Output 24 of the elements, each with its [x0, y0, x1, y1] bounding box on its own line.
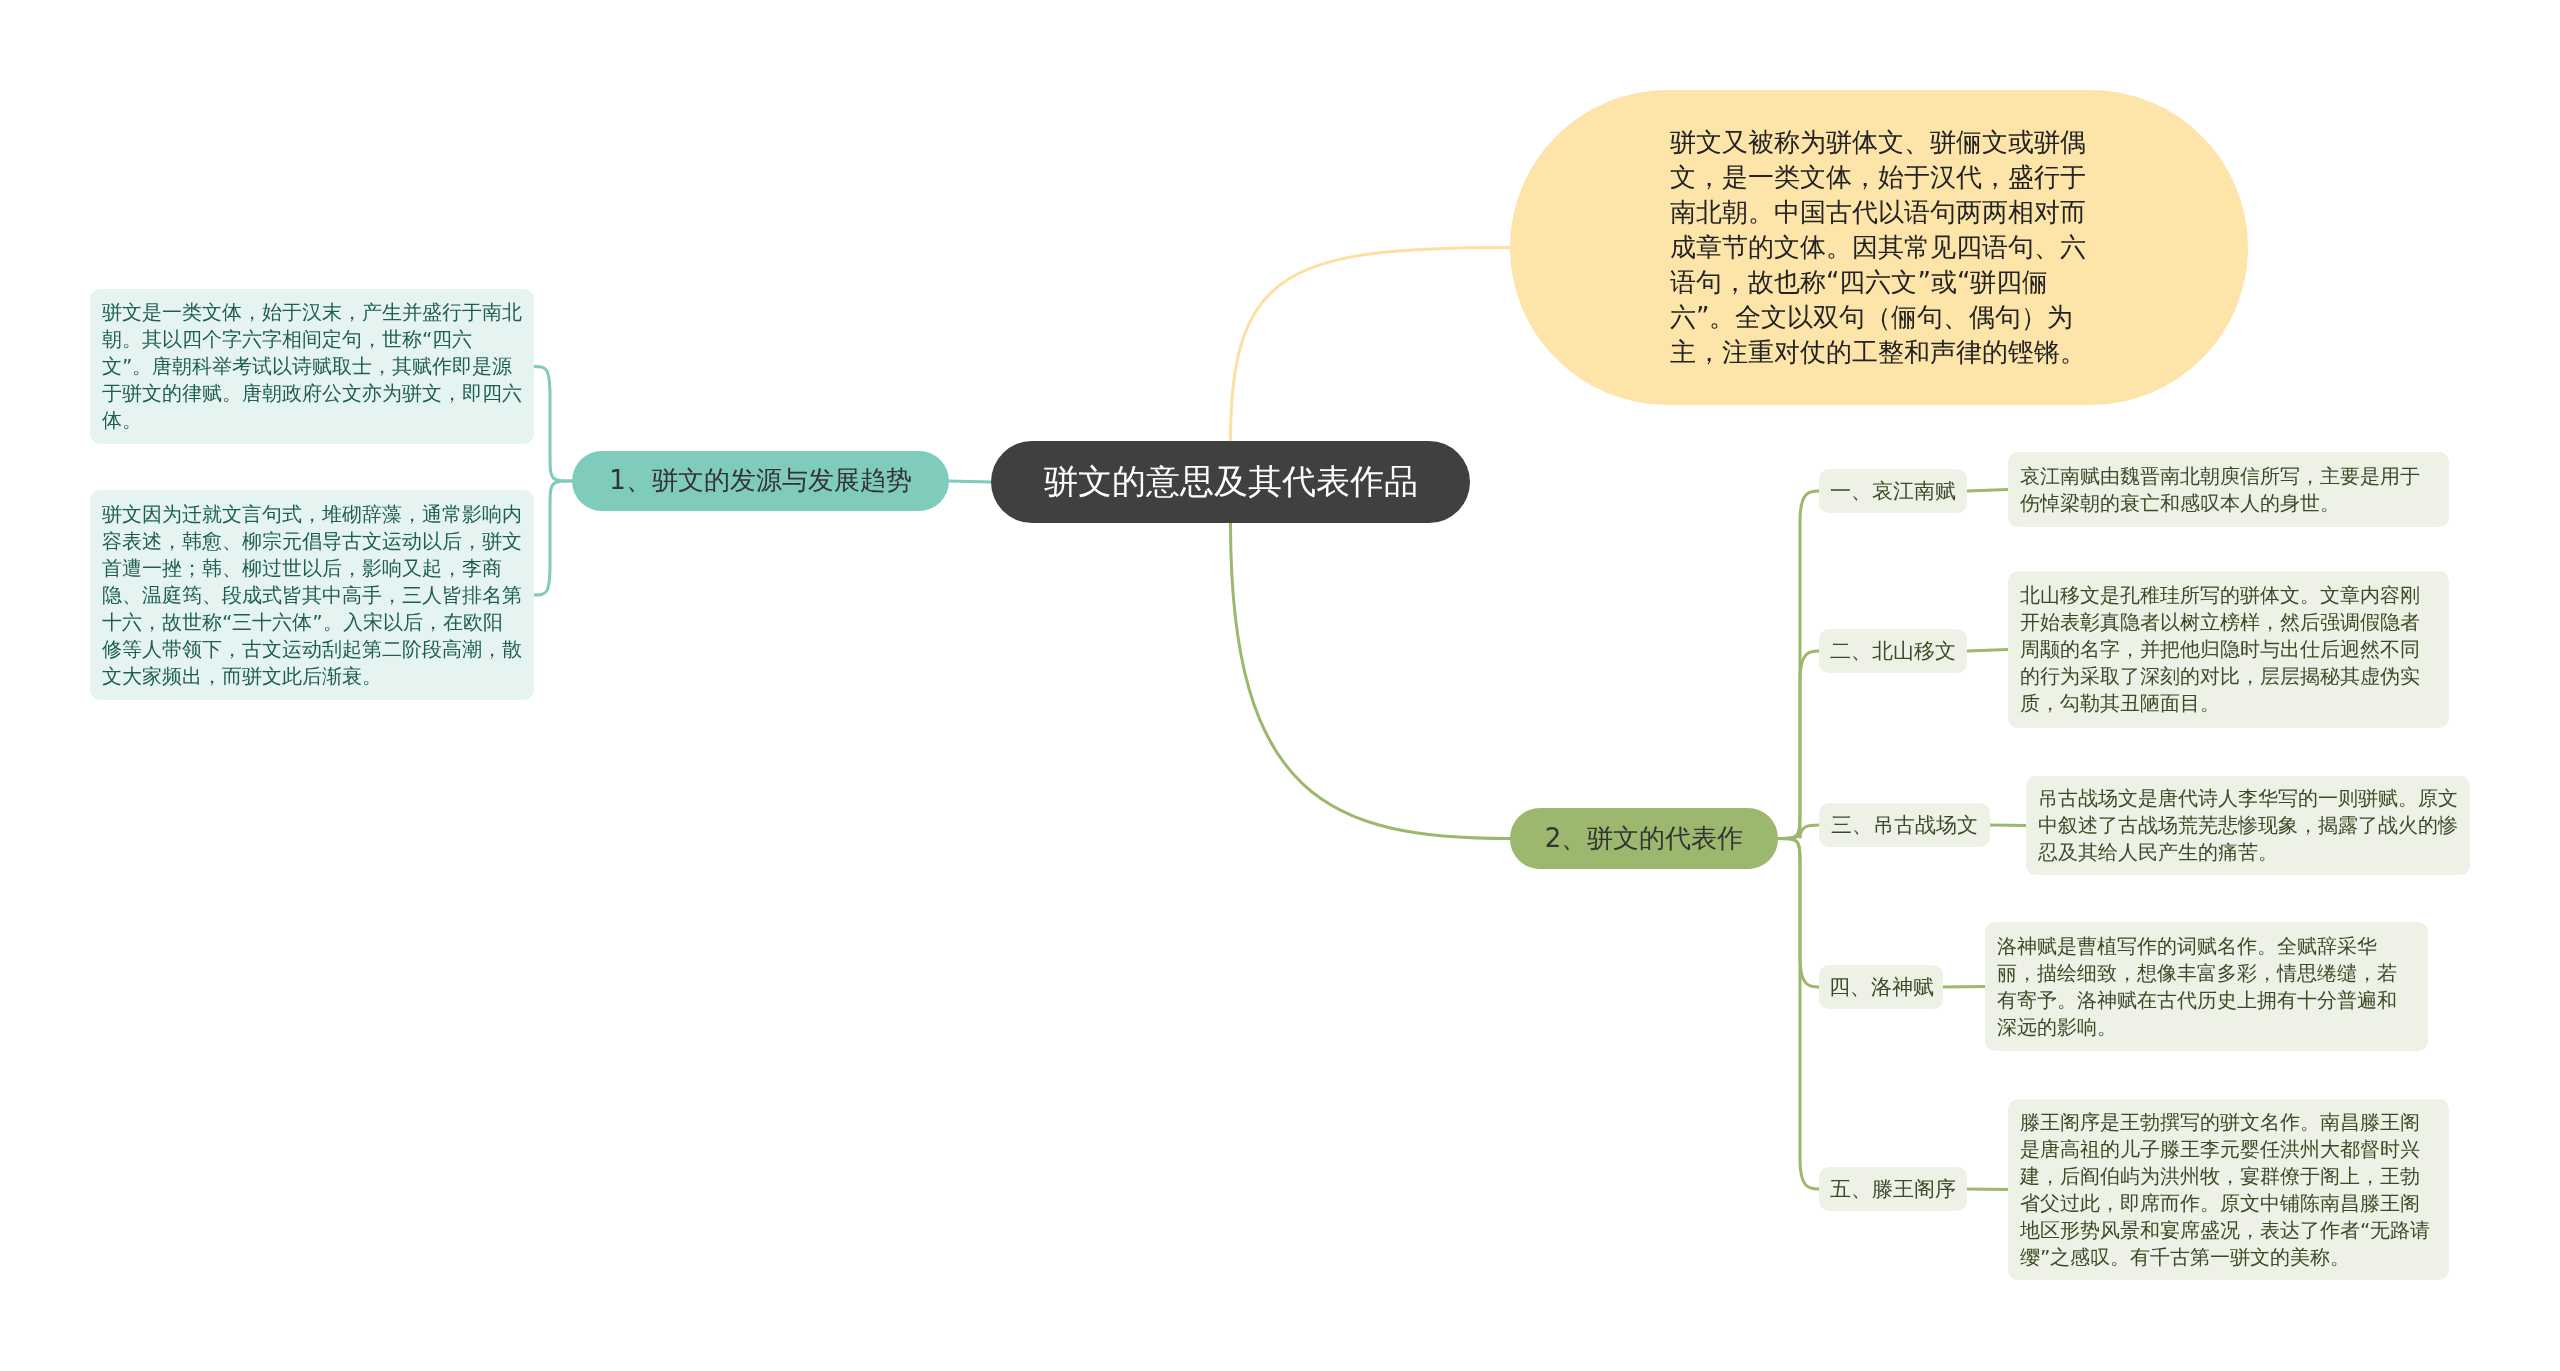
note-box: 骈文因为迁就文言句式，堆砌辞藻，通常影响内容表述，韩愈、柳宗元倡导古文运动以后，骈文首遭一挫；韩、柳过世以后，影响又起，李商隐、温庭筠、段成式皆其中高手，三人皆排名第十六，故世称“三十六体”。入宋以后，在欧阳修等人带领下，古文运动刮起第二阶段高潮，散文大家频出，而骈文此后渐衰。	[90, 490, 534, 700]
note-box: 骈文是一类文体，始于汉末，产生并盛行于南北朝。其以四个字六字相间定句，世称“四六文”。唐朝科举考试以诗赋取士，其赋作即是源于骈文的律赋。唐朝政府公文亦为骈文，即四六体。	[90, 289, 534, 444]
summary-bubble: 骈文又被称为骈体文、骈俪文或骈偶文，是一类文体，始于汉代，盛行于南北朝。中国古代以语句两两相对而成章节的文体。因其常见四语句、六语句，故也称“四六文”或“骈四俪六”。全文以双句（俪句、偶句）为主，注重对仗的工整和声律的铿锵。	[1510, 90, 2248, 405]
branch-box: 2、骈文的代表作	[1510, 808, 1778, 869]
note-box: 滕王阁序是王勃撰写的骈文名作。南昌滕王阁是唐高祖的儿子滕王李元婴任洪州大都督时兴建，后阎伯屿为洪州牧，宴群僚于阁上，王勃省父过此，即席而作。原文中铺陈南昌滕王阁地区形势风景和宴席盛况，表达了作者“无路请缨”之感叹。有千古第一骈文的美称。	[2008, 1099, 2449, 1280]
connector-line	[1229, 246, 1512, 442]
topic-box: 五、滕王阁序	[1819, 1167, 1967, 1211]
topic-box: 四、洛神赋	[1819, 965, 1943, 1009]
connector-line	[1989, 823, 2027, 827]
connector-line	[1943, 985, 1985, 989]
connector-line	[1966, 648, 2009, 653]
connector-line	[948, 479, 992, 484]
topic-box: 三、吊古战场文	[1819, 803, 1990, 847]
topic-box: 二、北山移文	[1819, 629, 1967, 673]
connector-line	[1229, 522, 1511, 840]
connector-line	[1966, 488, 2009, 493]
note-box: 吊古战场文是唐代诗人李华写的一则骈赋。原文中叙述了古战场荒芜悲惨现象，揭露了战火的惨忍及其给人民产生的痛苦。	[2026, 776, 2470, 875]
topic-box: 一、哀江南赋	[1819, 469, 1967, 513]
topic-box: 骈文的意思及其代表作品	[991, 441, 1470, 523]
note-box: 北山移文是孔稚珪所写的骈体文。文章内容刚开始表彰真隐者以树立榜样，然后强调假隐者周颙的名字，并把他归隐时与出仕后迥然不同的行为采取了深刻的对比，层层揭秘其虚伪实质，勾勒其丑陋面目。	[2008, 571, 2449, 728]
note-box: 洛神赋是曹植写作的词赋名作。全赋辞采华丽，描绘细致，想像丰富多彩，情思绻缱，若有寄予。洛神赋在古代历史上拥有十分普遍和深远的影响。	[1985, 922, 2428, 1051]
note-box: 哀江南赋由魏晋南北朝庾信所写，主要是用于伤悼梁朝的衰亡和感叹本人的身世。	[2008, 452, 2449, 527]
connector-line	[1966, 1187, 2009, 1191]
branch-box: 1、骈文的发源与发展趋势	[572, 451, 949, 511]
